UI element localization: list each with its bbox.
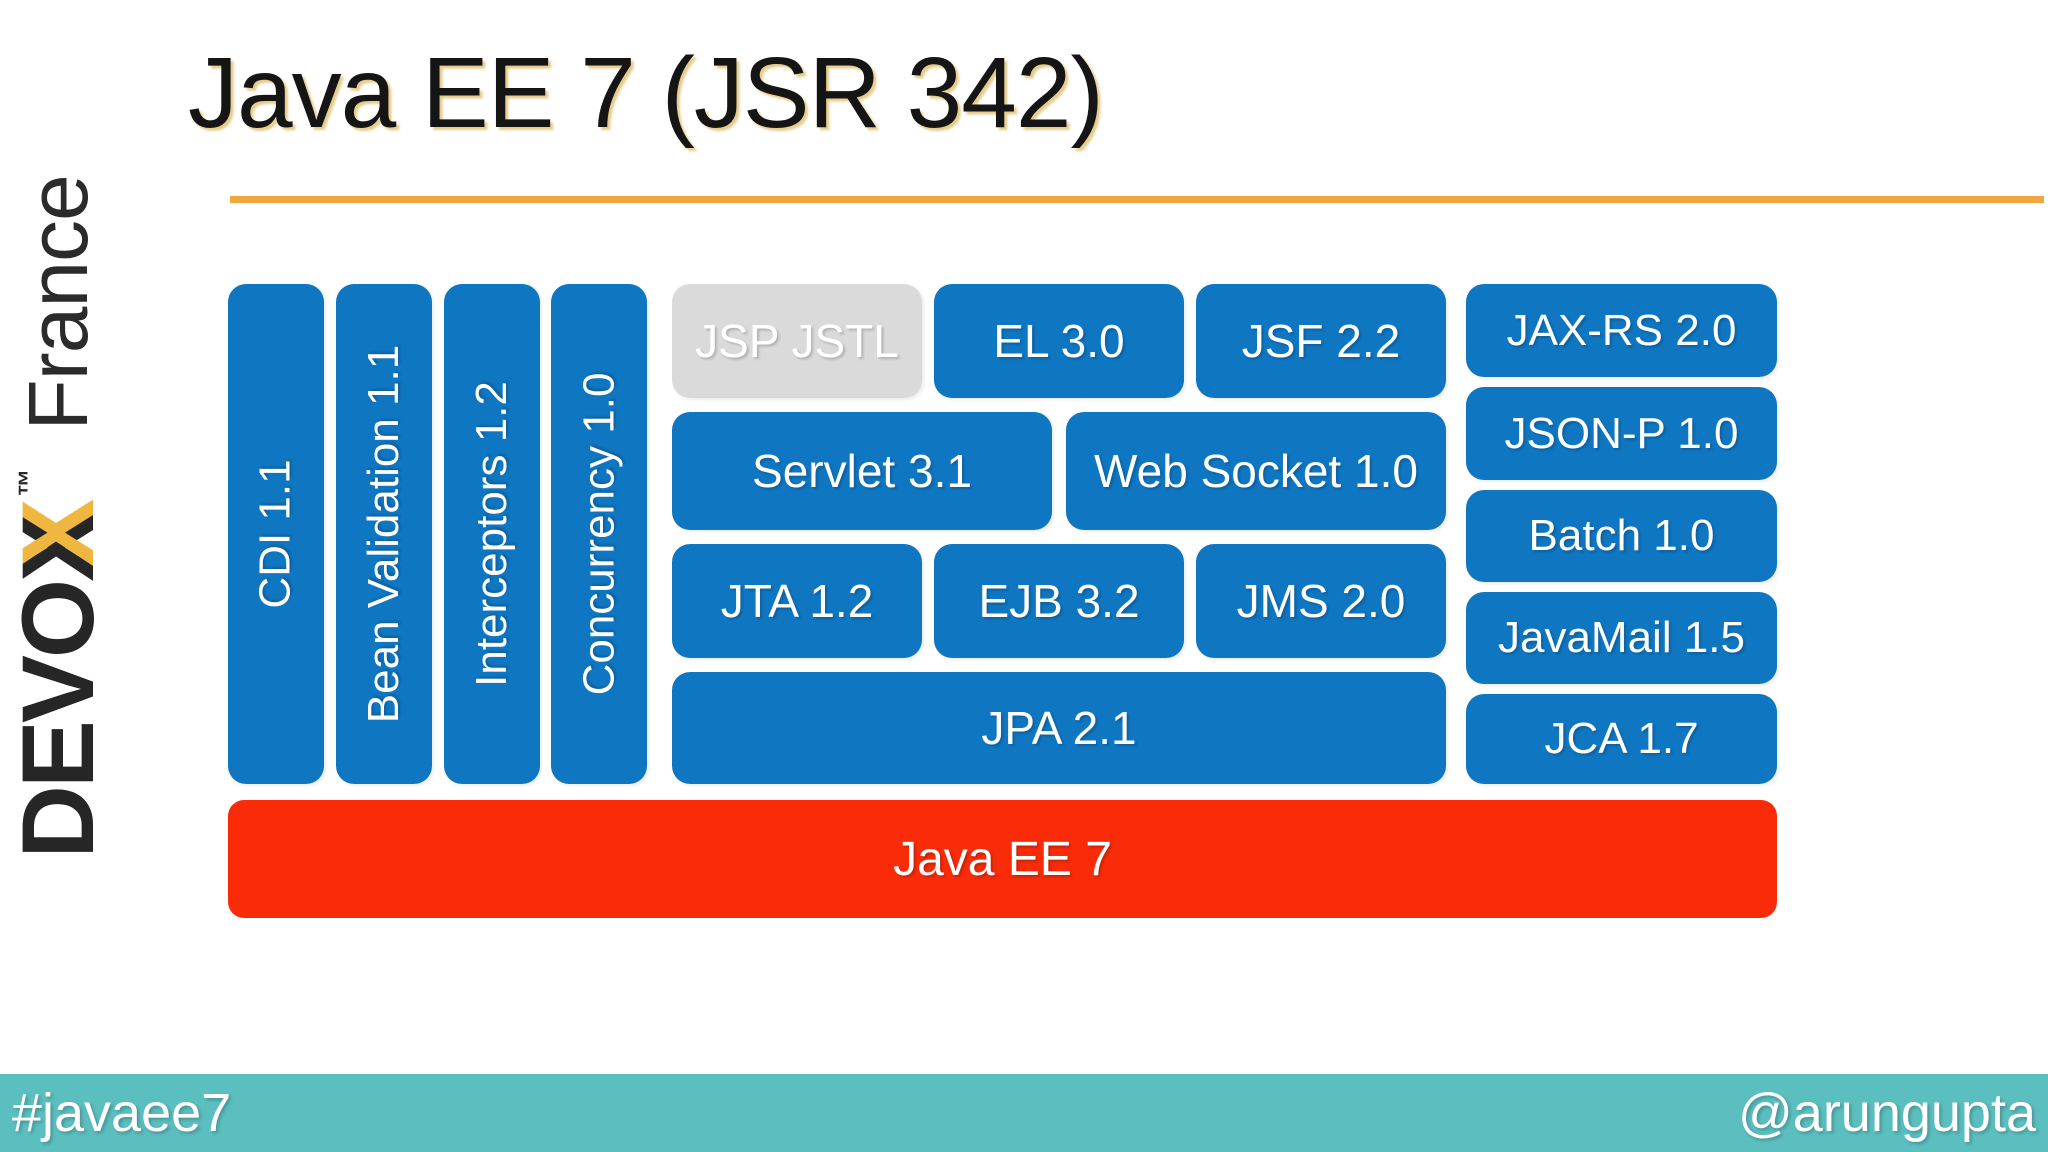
- block-label: EL 3.0: [993, 315, 1125, 367]
- footer-hashtag: #javaee7: [12, 1083, 232, 1143]
- block-batch-1-0: Batch 1.0: [1466, 490, 1777, 582]
- logo-x-gold: X: [0, 498, 115, 567]
- block-label: JAX-RS 2.0: [1506, 305, 1737, 355]
- logo-france-text: France: [10, 175, 105, 431]
- block-label: Interceptors 1.2: [467, 381, 517, 687]
- block-jpa-2-1: JPA 2.1: [672, 672, 1446, 784]
- block-jsp-jstl: JSP JSTL: [672, 284, 922, 398]
- logo-devoxx-text: DEVO: [0, 581, 115, 859]
- block-jta-1-2: JTA 1.2: [672, 544, 922, 658]
- block-label: JSON-P 1.0: [1504, 408, 1739, 458]
- block-javamail-1-5: JavaMail 1.5: [1466, 592, 1777, 684]
- block-el-3-0: EL 3.0: [934, 284, 1184, 398]
- block-label: CDI 1.1: [251, 459, 301, 609]
- block-label: Concurrency 1.0: [574, 372, 624, 696]
- block-label: Servlet 3.1: [752, 445, 972, 497]
- base-bar-label: Java EE 7: [893, 832, 1112, 886]
- block-interceptors-1-2: Interceptors 1.2: [444, 284, 540, 784]
- block-label: Bean Validation 1.1: [359, 344, 408, 724]
- footer-bar: #javaee7 @arungupta: [0, 1074, 2048, 1152]
- block-label: JCA 1.7: [1544, 714, 1699, 763]
- title-underline: [230, 196, 2044, 203]
- block-label: JavaMail 1.5: [1497, 613, 1745, 662]
- block-label: JSF 2.2: [1241, 315, 1401, 367]
- block-jax-rs-2-0: JAX-RS 2.0: [1466, 284, 1777, 377]
- devoxx-france-logo: DEVO X X ™ France: [1, 67, 115, 967]
- block-label: EJB 3.2: [978, 575, 1140, 627]
- block-jca-1-7: JCA 1.7: [1466, 694, 1777, 784]
- block-jms-2-0: JMS 2.0: [1196, 544, 1446, 658]
- block-cdi-1-1: CDI 1.1: [228, 284, 324, 784]
- block-concurrency-1-0: Concurrency 1.0: [551, 284, 647, 784]
- block-label: JPA 2.1: [981, 702, 1137, 754]
- block-ejb-3-2: EJB 3.2: [934, 544, 1184, 658]
- block-servlet-3-1: Servlet 3.1: [672, 412, 1052, 530]
- block-jsf-2-2: JSF 2.2: [1196, 284, 1446, 398]
- footer-twitter-handle: @arungupta: [1737, 1083, 2036, 1143]
- block-label: JSP JSTL: [695, 315, 899, 367]
- block-label: JMS 2.0: [1236, 575, 1406, 627]
- block-web-socket-1-0: Web Socket 1.0: [1066, 412, 1446, 530]
- block-json-p-1-0: JSON-P 1.0: [1466, 387, 1777, 480]
- block-bean-validation-1-1: Bean Validation 1.1: [336, 284, 432, 784]
- block-label: Web Socket 1.0: [1094, 445, 1418, 497]
- trademark-symbol: ™: [13, 468, 44, 497]
- page-title: Java EE 7 (JSR 342): [188, 37, 1104, 149]
- block-label: JTA 1.2: [720, 575, 874, 627]
- block-label: Batch 1.0: [1528, 511, 1715, 560]
- java-ee-7-base-bar: Java EE 7: [228, 800, 1777, 918]
